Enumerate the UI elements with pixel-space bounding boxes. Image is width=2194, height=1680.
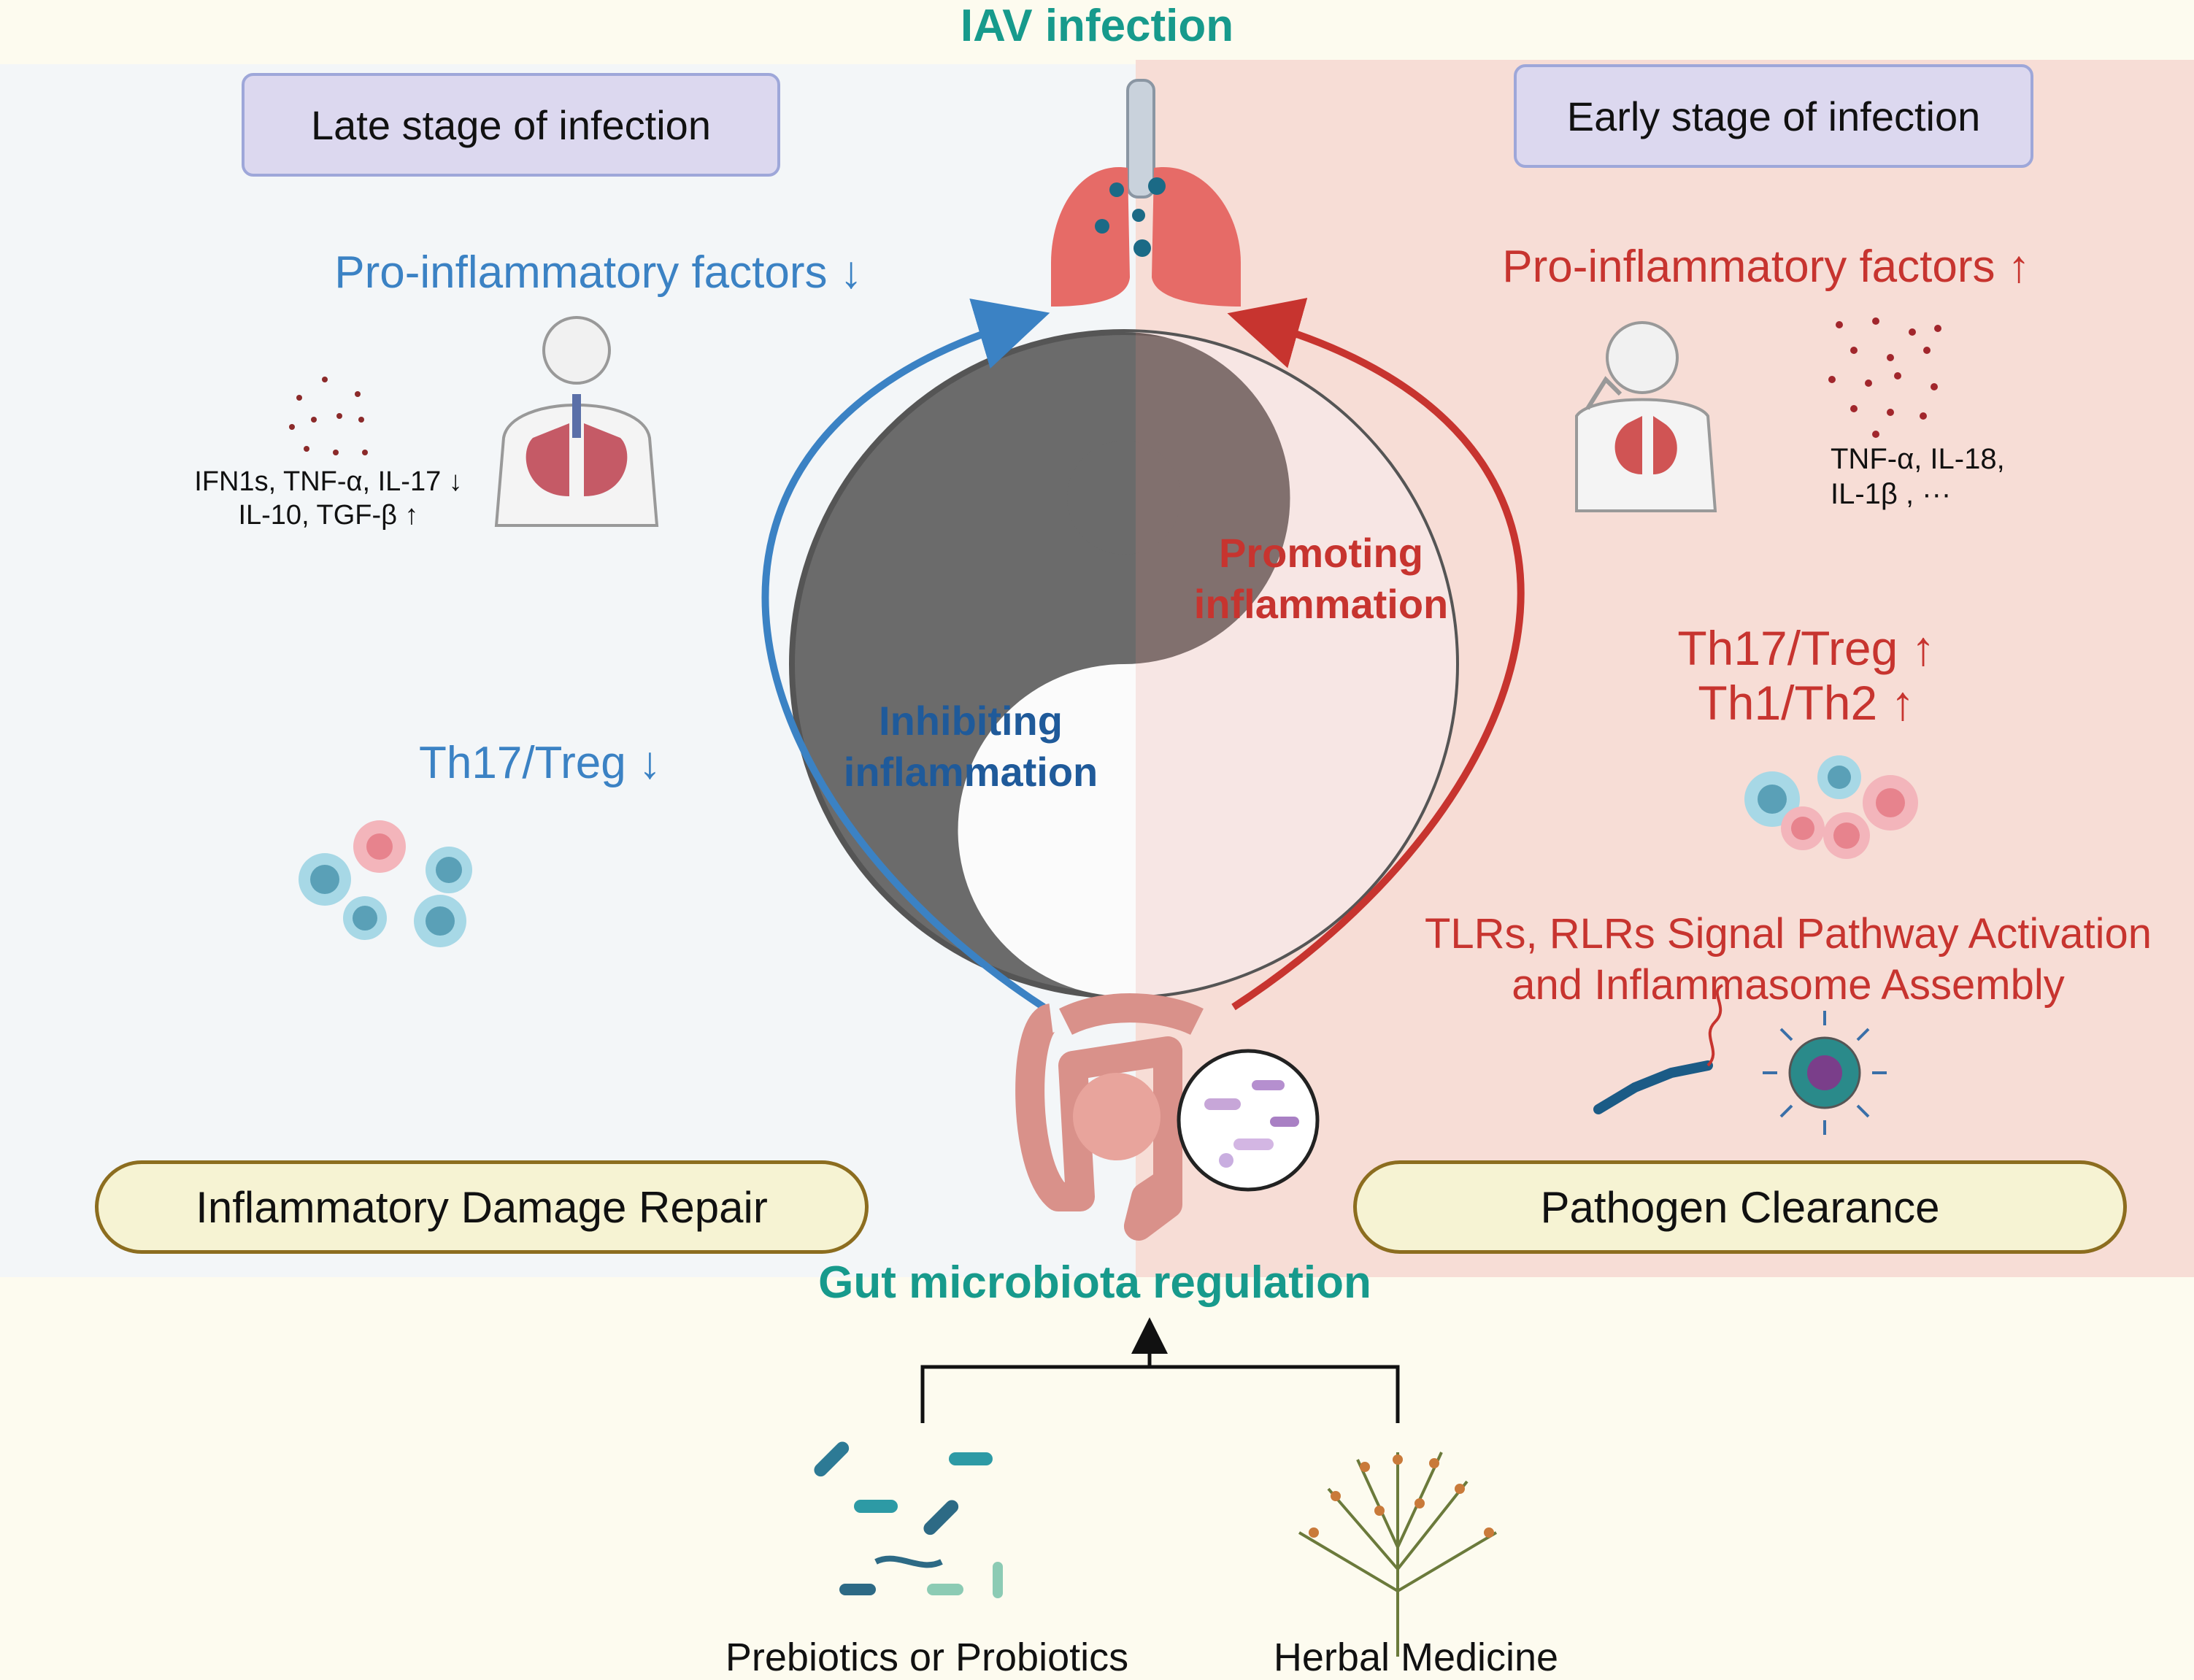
probiotics-bacteria-icon xyxy=(814,1441,1003,1598)
bacteria-icon xyxy=(1177,1049,1320,1192)
late-stage-box: Late stage of infection xyxy=(242,73,780,177)
right-cytokines-2: IL-1β , ··· xyxy=(1831,478,1952,510)
herb-flowers xyxy=(1309,1454,1494,1538)
coughing-person-icon xyxy=(1575,321,1717,512)
cytokine-dots-right xyxy=(1828,317,1941,438)
inhibit-arrow xyxy=(761,298,1050,1011)
inhibit-label-1: Inhibiting xyxy=(879,698,1063,744)
right-th-ratio-1: Th17/Treg ↑ xyxy=(1677,621,1936,675)
right-factors: Pro-inflammatory factors ↑ xyxy=(1502,242,2031,292)
inhibit-label-2: inflammation xyxy=(843,749,1098,795)
left-cytokines-2: IL-10, TGF-β ↑ xyxy=(238,500,419,531)
herb-plant-icon xyxy=(1298,1452,1498,1657)
immune-cells-right-icon xyxy=(1744,755,1918,859)
intestine-icon xyxy=(1015,993,1204,1241)
source-probiotics: Prebiotics or Probiotics xyxy=(725,1635,1129,1679)
source-herbal: Herbal Medicine xyxy=(1273,1635,1559,1679)
left-factors: Pro-inflammatory factors ↓ xyxy=(334,247,863,298)
receptor-icon xyxy=(1593,984,1724,1114)
pathway-line-1: TLRs, RLRs Signal Pathway Activation xyxy=(1424,910,2152,957)
cytokine-dots-left xyxy=(289,377,368,455)
yin-yang-icon xyxy=(789,329,1459,999)
damage-repair-pill: Inflammatory Damage Repair xyxy=(95,1160,869,1254)
virus-icon xyxy=(1763,1011,1887,1135)
regulation-connector xyxy=(920,1365,1400,1423)
left-th-ratio: Th17/Treg ↓ xyxy=(419,738,661,788)
pathway-line-2: and Inflammasome Assembly xyxy=(1512,961,2065,1009)
regulation-label: Gut microbiota regulation xyxy=(818,1257,1371,1308)
diagram-title: IAV infection xyxy=(960,1,1234,51)
left-cytokines-1: IFN1s, TNF-α, IL-17 ↓ xyxy=(194,466,463,497)
human-lungs-icon xyxy=(494,316,659,527)
pathogen-clearance-pill: Pathogen Clearance xyxy=(1353,1160,2127,1254)
promote-arrow xyxy=(1227,298,1525,1011)
right-cytokines-1: TNF-α, IL-18, xyxy=(1831,443,2005,475)
right-th-ratio-2: Th1/Th2 ↑ xyxy=(1698,676,1915,730)
immune-cells-icon xyxy=(299,820,472,947)
promote-label-2: inflammation xyxy=(1193,581,1449,627)
lungs-icon xyxy=(1051,79,1241,307)
early-stage-box: Early stage of infection xyxy=(1514,64,2033,168)
promote-label-1: Promoting xyxy=(1219,530,1423,576)
